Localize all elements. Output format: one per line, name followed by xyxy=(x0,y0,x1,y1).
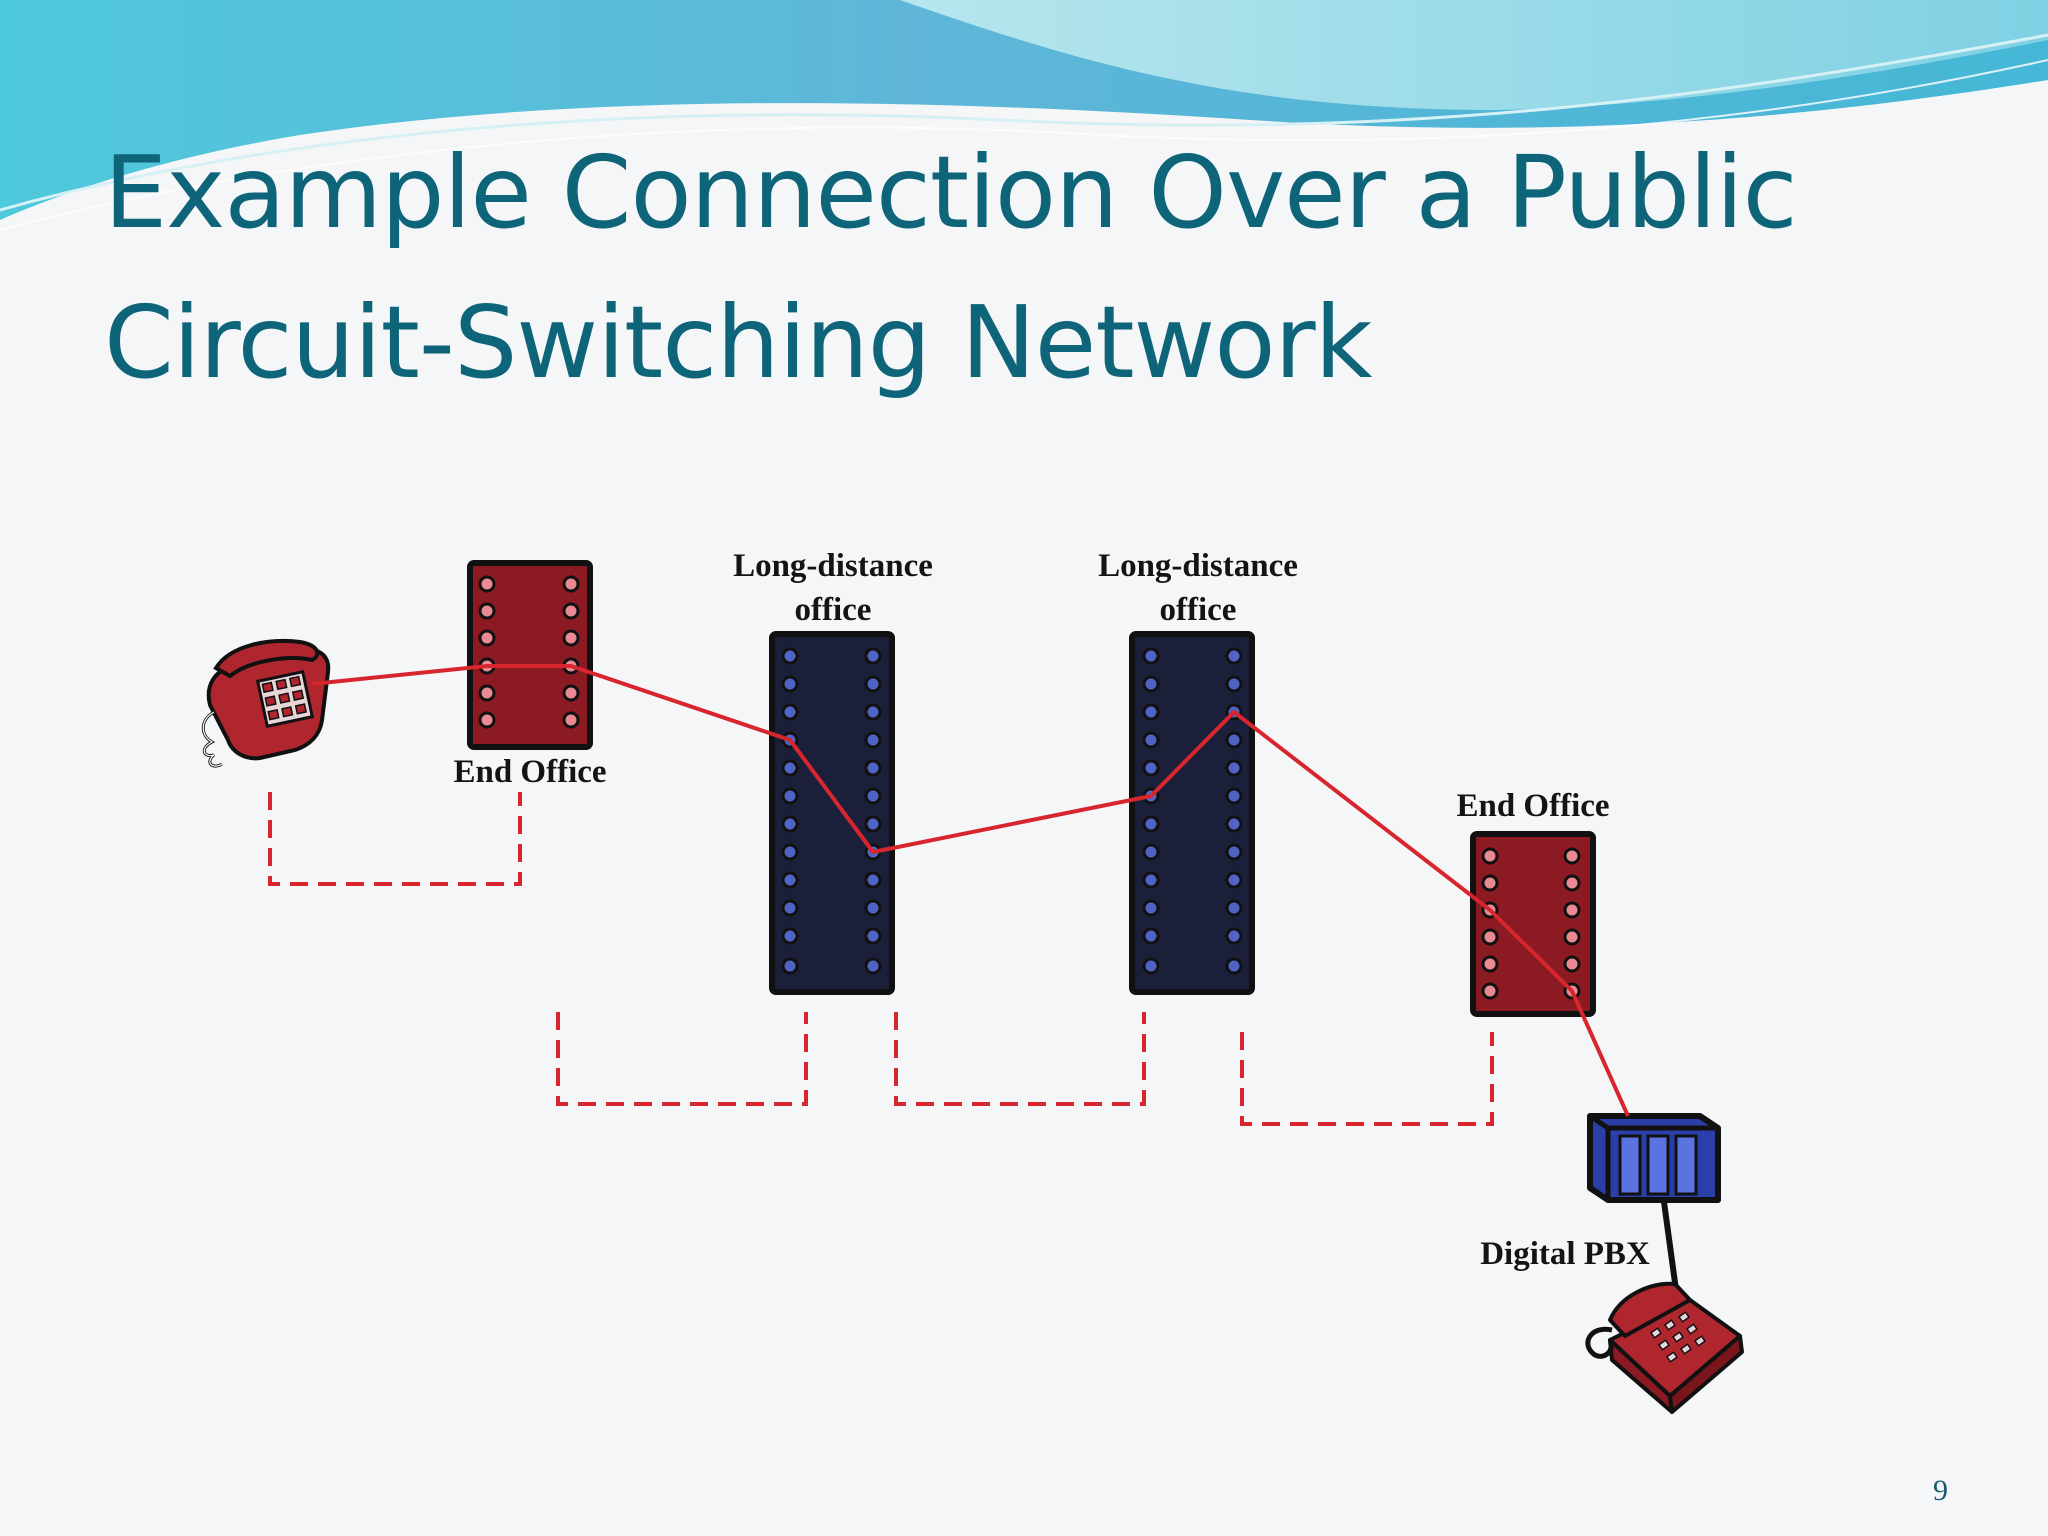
slide-title-line1: Example Connection Over a Public xyxy=(104,134,1798,251)
bracket-subscriber-loop xyxy=(268,792,522,886)
long-distance-office-2-label: Long-distance office xyxy=(1078,544,1318,632)
long-distance-office-1-label-line1: Long-distance xyxy=(733,548,933,584)
long-distance-office-1-label: Long-distance office xyxy=(713,544,953,632)
telephone-left-icon xyxy=(201,638,331,768)
dashed-brackets xyxy=(268,792,1494,1126)
end-office-right-label: End Office xyxy=(1456,788,1610,824)
long-distance-office-1-switch xyxy=(769,631,895,995)
long-distance-office-2-label-line2: office xyxy=(1159,592,1237,628)
bracket-trunk-1 xyxy=(556,1012,808,1106)
bracket-trunk-3 xyxy=(1240,1032,1494,1126)
long-distance-office-2-switch xyxy=(1129,631,1255,995)
page-number: 9 xyxy=(1933,1474,1948,1507)
long-distance-office-1-ports xyxy=(781,647,882,975)
end-office-left-ports xyxy=(478,575,580,729)
slide-title-line2: Circuit-Switching Network xyxy=(104,284,1373,401)
end-office-right-ports xyxy=(1481,847,1581,1000)
digital-pbx-label: Digital PBX xyxy=(1480,1236,1650,1272)
bracket-trunk-2 xyxy=(894,1012,1146,1106)
slide-title: Example Connection Over a Public Circuit… xyxy=(104,118,1954,418)
digital-pbx xyxy=(1587,1113,1721,1291)
long-distance-office-1-label-line2: office xyxy=(794,592,872,628)
long-distance-office-2-label-line1: Long-distance xyxy=(1098,548,1298,584)
end-office-left-switch xyxy=(467,560,593,750)
end-office-right-switch xyxy=(1470,831,1596,1017)
circuit-path xyxy=(311,664,1630,1117)
end-office-left-label: End Office xyxy=(453,754,607,790)
telephone-right-icon xyxy=(1585,1281,1744,1414)
